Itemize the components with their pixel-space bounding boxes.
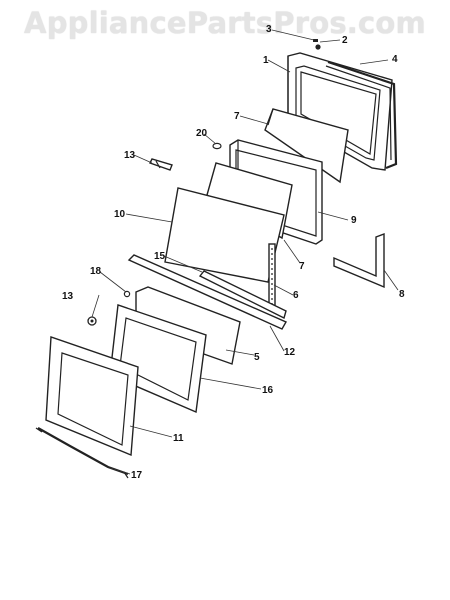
part-11-outer-door-panel (45, 336, 139, 457)
callout-9: 9 (351, 215, 357, 226)
callout-5: 5 (254, 352, 260, 363)
callout-1: 1 (263, 55, 269, 66)
part-13-bumper (87, 316, 97, 326)
part-15-trim-strip (198, 270, 287, 320)
callout-12: 12 (284, 347, 296, 358)
callout-18: 18 (90, 266, 102, 277)
callout-13: 13 (62, 291, 74, 302)
callout-7: 7 (234, 111, 240, 122)
part-18-screw (123, 290, 131, 298)
part-2-screw (315, 44, 321, 50)
callouts: 2 3 4 1 7 20 13 10 9 7 8 15 6 18 12 13 5… (62, 24, 405, 481)
callout-2: 2 (342, 35, 348, 46)
callout-17: 17 (131, 470, 143, 481)
part-3-clip (313, 39, 318, 42)
callout-11: 11 (173, 433, 184, 444)
callout-4: 4 (392, 54, 398, 65)
callout-16: 16 (262, 385, 274, 396)
callout-15: 15 (154, 251, 166, 262)
callout-14: 13 (124, 150, 136, 161)
leader-lines (91, 29, 399, 475)
callout-6: 6 (293, 290, 299, 301)
part-12-door-strip (127, 254, 287, 330)
part-4-gasket (325, 60, 398, 170)
part-8-side-bracket (333, 232, 385, 289)
callout-3: 3 (266, 24, 272, 35)
callout-7b: 7 (299, 261, 305, 272)
part-6-vertical-bracket (268, 243, 276, 309)
callout-8: 8 (399, 289, 405, 300)
part-14-hinge-bracket (149, 158, 173, 171)
part-20-bumper (212, 142, 222, 150)
part-10-glass-panel (164, 187, 285, 283)
callout-10: 10 (114, 209, 126, 220)
watermark-text: AppliancePartsPros.com (24, 6, 426, 40)
callout-20: 20 (196, 128, 208, 139)
